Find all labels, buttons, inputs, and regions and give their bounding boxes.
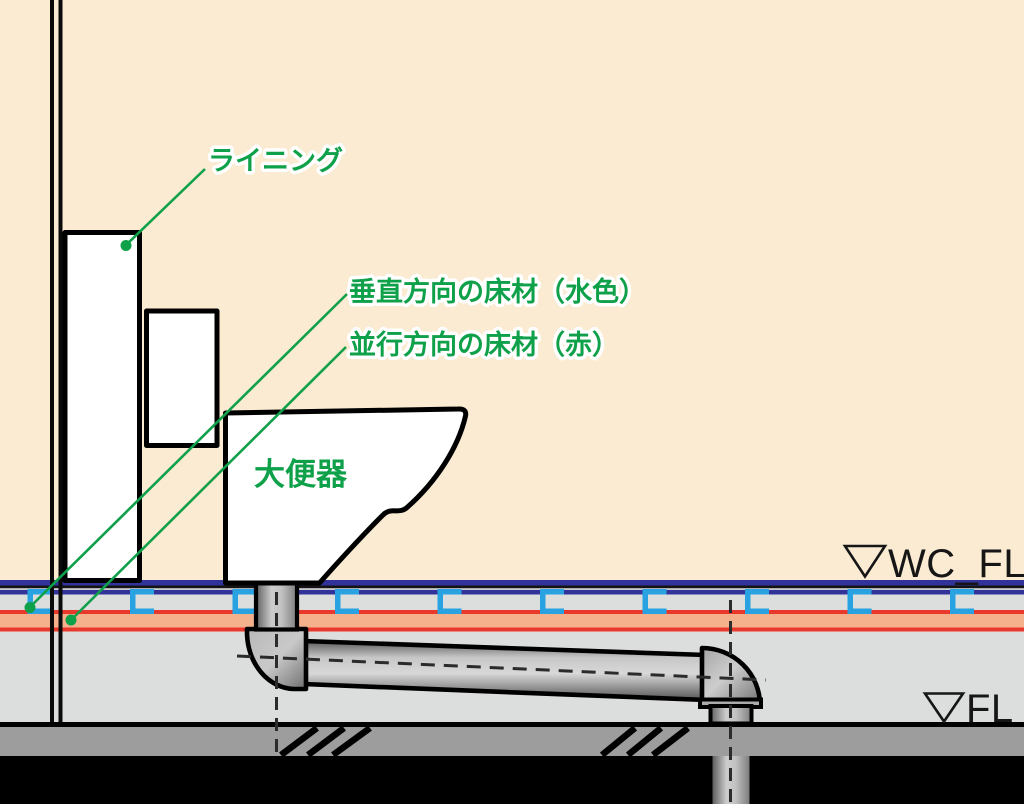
hatch-line [279,725,319,758]
hatch-line [331,725,372,758]
hatch-line [651,725,690,758]
level-marker-wc-fl: WC_FL [842,542,1024,586]
lining-box [62,230,142,583]
pipe-top-edge [302,638,707,658]
structural-slab [0,722,1024,804]
label-lining: ライニング [208,145,343,176]
floor-layer-gap [0,588,1024,590]
slab-hatching [279,725,690,758]
leader-dot-lining [120,240,132,251]
hatch-line [625,725,664,758]
slab-top-line [0,722,1024,727]
level-triangle-icon [842,544,888,579]
leader-line-parallel-floor [70,346,347,621]
floor-cavity-upper [0,594,1024,610]
leader-dot-vertical-floor [24,602,36,613]
drain-piping [244,580,763,804]
hatch-line [306,725,346,758]
hatch-line [599,725,638,758]
floor-layer-red-upper [0,610,1024,614]
drain-pipe-horizontal [305,641,704,700]
centerlines [236,592,767,802]
floor-layer-salmon [0,614,1024,628]
tank-box [144,308,220,448]
pipe-bottom-edge [302,681,707,703]
annotation-leaders [24,168,348,626]
wall-line-outer [50,0,54,722]
leader-dot-parallel-floor [65,614,77,626]
level-label-wc-fl: WC_FL [888,542,1024,586]
level-label-fl: FL [966,687,1014,731]
floor-layer-red-lower [0,627,1024,632]
wall-background [0,0,1024,580]
level-triangle-icon [922,692,966,724]
toilet-body [223,406,469,586]
wall-lines [50,0,63,722]
floor-layer-navy-top [0,580,1024,586]
leader-line-lining [125,168,206,246]
level-marker-fl: FL [922,687,1014,731]
slab-body [0,727,1024,756]
leader-line-vertical-floor [29,293,348,608]
floor-layer-black-line [0,585,1024,589]
wall-line-inner [58,0,63,722]
floor-layer-navy-second [0,590,1024,595]
label-vertical-floor-material: 垂直方向の床材（水色） [349,276,646,307]
label-parallel-floor-material: 並行方向の床材（赤） [349,329,619,360]
below-slab-void [0,756,1024,804]
pipe-centerline-horizontal [236,654,767,682]
label-toilet: 大便器 [254,457,348,492]
